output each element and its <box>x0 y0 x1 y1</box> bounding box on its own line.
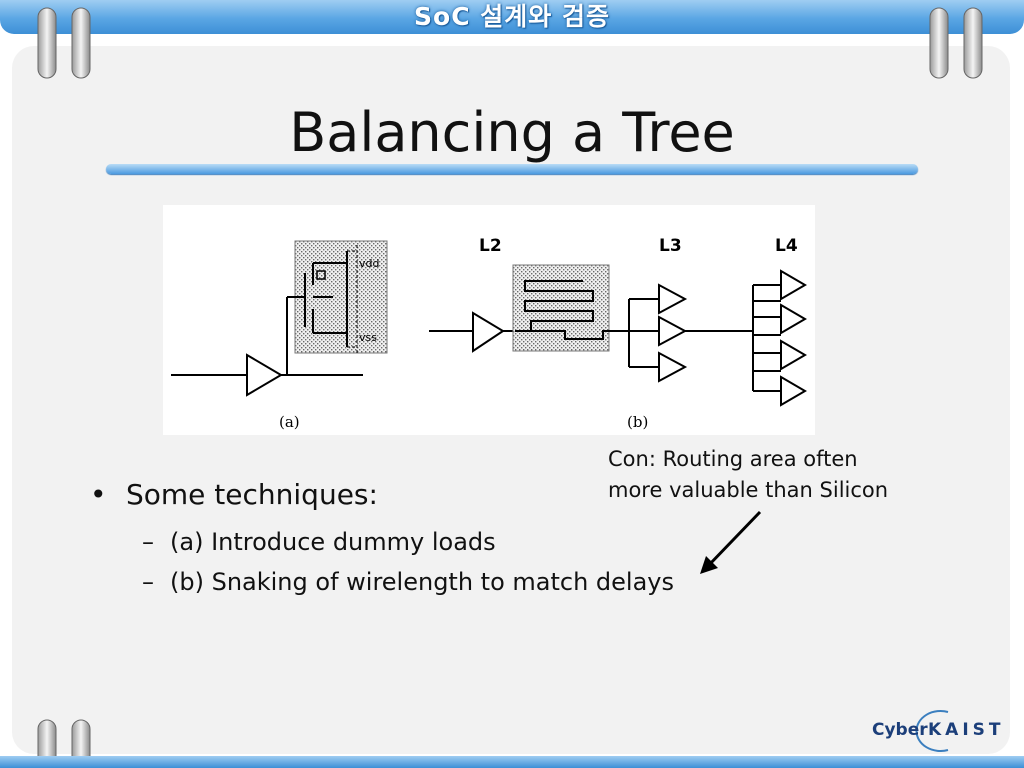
label-l4: L4 <box>775 236 798 256</box>
dash-icon: – <box>142 528 154 556</box>
bullet-text: Some techniques: <box>126 478 378 511</box>
con-note: Con: Routing area often more valuable th… <box>608 444 948 506</box>
sub-item-b-text: (b) Snaking of wirelength to match delay… <box>170 568 675 596</box>
header-title: SoC 설계와 검증 <box>414 2 610 31</box>
caption-a: (a) <box>279 413 300 431</box>
header-bar <box>0 0 1024 34</box>
caption-b: (b) <box>627 413 648 431</box>
sub-item-a: –(a) Introduce dummy loads <box>142 528 496 556</box>
binder-ring-top-right-icon <box>929 7 983 79</box>
label-l2: L2 <box>479 236 502 256</box>
sub-item-b: –(b) Snaking of wirelength to match dela… <box>142 568 674 596</box>
cyber-kaist-logo: Cyber KAIST <box>866 706 1006 752</box>
label-l3: L3 <box>659 236 682 256</box>
circuit-figure: vdd vss (a) L2 L3 L4 <box>163 205 815 435</box>
slide-title: Balancing a Tree <box>289 101 735 164</box>
bullet-dot-icon: • <box>90 478 107 511</box>
logo-cyber-text: Cyber <box>872 720 928 740</box>
arrow-icon <box>700 510 762 574</box>
vss-label: vss <box>359 331 377 344</box>
con-note-line-2: more valuable than Silicon <box>608 478 889 502</box>
sub-item-a-text: (a) Introduce dummy loads <box>170 528 496 556</box>
con-note-line-1: Con: Routing area often <box>608 447 858 471</box>
footer-bar <box>0 756 1024 768</box>
vdd-label: vdd <box>359 257 379 270</box>
title-underline <box>106 164 918 174</box>
dash-icon: – <box>142 568 154 596</box>
binder-ring-top-left-icon <box>37 7 91 79</box>
bullet-item: • Some techniques: <box>90 478 378 511</box>
logo-kaist-text: KAIST <box>928 720 1005 740</box>
